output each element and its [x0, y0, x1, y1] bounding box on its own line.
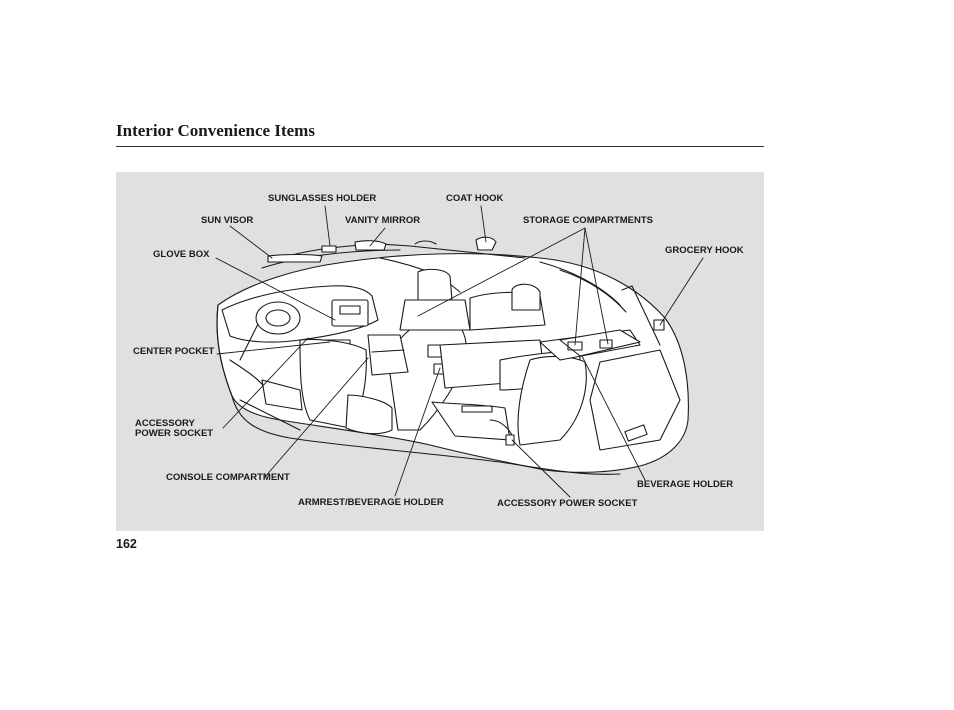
front-door-floor — [229, 359, 303, 431]
label-center-pocket: CENTER POCKET — [133, 346, 215, 357]
label-sunglasses-holder: SUNGLASSES HOLDER — [268, 193, 377, 204]
label-sun-visor: SUN VISOR — [201, 215, 254, 226]
leader-lines — [215, 205, 704, 498]
front-seats — [299, 268, 471, 435]
label-accessory-power-socket: ACCESSORY POWER SOCKET — [497, 498, 638, 509]
label-vanity-mirror: VANITY MIRROR — [345, 215, 421, 226]
label-accessory-line1: ACCESSORY — [135, 418, 195, 429]
title-rule — [116, 146, 764, 147]
label-power-socket-line2: POWER SOCKET — [135, 428, 214, 439]
cargo-area — [559, 285, 681, 451]
rear-floor — [431, 401, 515, 446]
label-armrest-beverage-holder: ARMREST/BEVERAGE HOLDER — [298, 497, 444, 508]
page-title: Interior Convenience Items — [116, 121, 315, 140]
rear-seats — [439, 283, 641, 446]
label-grocery-hook: GROCERY HOOK — [665, 245, 744, 256]
page-number: 162 — [116, 537, 137, 551]
dashboard — [221, 285, 379, 363]
label-beverage-holder: BEVERAGE HOLDER — [637, 479, 734, 490]
label-glove-box: GLOVE BOX — [153, 249, 210, 260]
label-storage-compartments: STORAGE COMPARTMENTS — [523, 215, 654, 226]
label-coat-hook: COAT HOOK — [446, 193, 504, 204]
label-console-compartment: CONSOLE COMPARTMENT — [166, 472, 290, 483]
